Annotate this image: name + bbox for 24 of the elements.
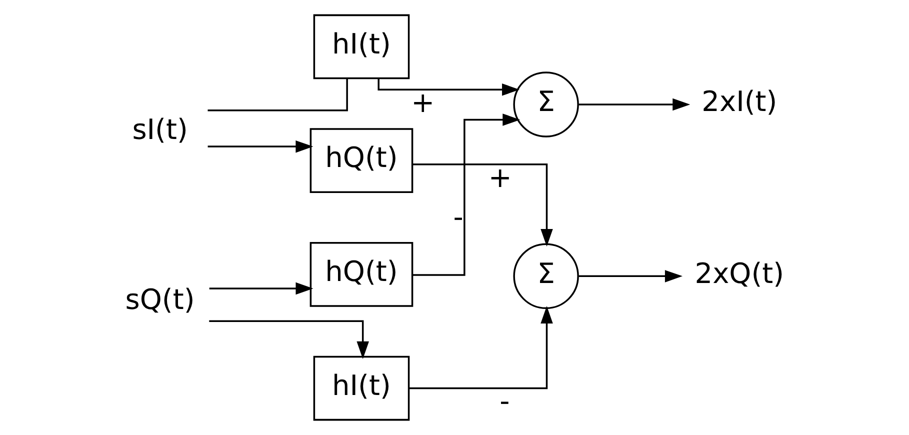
- node-text: sI(t): [132, 113, 188, 146]
- node-box: hI(t): [312, 356, 410, 421]
- arrow: [207, 140, 313, 153]
- node-text: sQ(t): [124, 283, 194, 316]
- arrow: [412, 114, 520, 276]
- edge-label: -: [499, 384, 510, 418]
- arrow: [408, 306, 552, 390]
- edge-label: -: [452, 200, 463, 234]
- arrow: [578, 270, 682, 282]
- arrow: [208, 282, 313, 295]
- arrow: [377, 78, 520, 96]
- node-text: 2xQ(t): [694, 256, 784, 290]
- node-box: hQ(t): [309, 242, 413, 307]
- node-box: hQ(t): [309, 128, 413, 193]
- connector: [207, 78, 348, 112]
- edge-label: +: [410, 86, 434, 120]
- edge-label: +: [488, 160, 512, 194]
- arrow: [208, 320, 368, 359]
- node-text: 2xI(t): [701, 85, 777, 118]
- node-box: hI(t): [312, 14, 410, 80]
- arrow: [578, 98, 690, 111]
- node-circle: Σ: [512, 72, 578, 138]
- arrow: [412, 164, 552, 246]
- node-circle: Σ: [512, 243, 578, 310]
